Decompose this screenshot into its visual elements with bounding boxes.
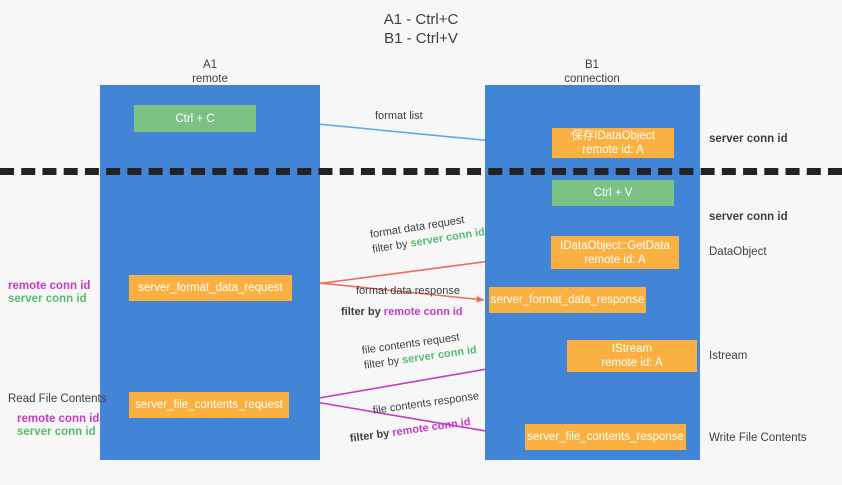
box-ctrl-v-label: Ctrl + V [593,187,633,199]
column-header-b1-name: B1 [584,59,600,71]
side-label-left-low-remote-conn-id: remote conn id [17,413,100,425]
box-server-format-data-response[interactable]: server_format_data_response [489,287,646,313]
page-title-line2: B1 - Ctrl+V [384,30,458,47]
side-label-write-file-contents: Write File Contents [709,432,807,444]
box-server-format-data-request-label: server_format_data_request [138,282,283,294]
box-server-file-contents-response-label: server_file_contents_response [527,431,684,443]
edge-label-format-list: format list [375,109,423,124]
side-label-left-low-server-conn-id: server conn id [17,426,96,438]
box-idataobject-getdata[interactable]: IDataObject::GetData remote id: A [551,236,679,269]
box-getdata-line2: remote id: A [584,253,646,266]
side-label-server-conn-id-top: server conn id [709,133,788,145]
filter-prefix: filter by [341,306,384,318]
arrow-format-data-response [289,279,485,303]
side-label-left-mid-server-conn-id: server conn id [8,293,87,305]
box-save-idataobject[interactable]: 保存IDataObject remote id: A [552,128,674,158]
column-header-a1-sub: remote [192,73,228,85]
column-header-a1-name: A1 [202,59,218,71]
side-label-read-file-contents: Read File Contents [8,393,107,405]
box-save-idataobject-line1: 保存IDataObject [571,130,655,142]
edge-label-format-data-response: format data response [356,284,460,299]
box-istream-line1: IStream [611,343,653,355]
side-label-server-conn-id-mid: server conn id [709,211,788,223]
box-ctrl-c-label: Ctrl + C [175,112,215,125]
box-server-file-contents-request-label: server_file_contents_request [135,399,283,411]
column-header-a1: A1 remote [110,58,310,86]
arrow-file-contents-response [291,397,522,439]
edge-label-format-data-response-filter: filter by remote conn id [341,305,463,320]
box-istream-line2: remote id: A [601,357,663,369]
side-label-dataobject: DataObject [709,246,767,258]
filter-prefix: filter by [363,354,404,372]
edge-label-format-data-response-text: format data response [356,285,460,297]
side-label-left-mid-remote-conn-id: remote conn id [8,280,91,292]
box-ctrl-c[interactable]: Ctrl + C [134,105,256,132]
box-ctrl-v[interactable]: Ctrl + V [552,180,674,206]
page-title-line1: A1 - Ctrl+C [383,11,459,28]
box-server-format-data-response-label: server_format_data_response [490,294,645,306]
column-header-b1-sub: connection [564,73,620,85]
box-save-idataobject-line2: remote id: A [582,144,644,156]
phase-divider [0,168,842,175]
column-header-b1: B1 connection [492,58,692,86]
box-server-format-data-request[interactable]: server_format_data_request [129,275,292,301]
box-server-file-contents-request[interactable]: server_file_contents_request [129,392,289,418]
filter-key-remote-conn-id: remote conn id [383,306,463,318]
side-label-istream: Istream [709,350,748,362]
edge-label-format-list-text: format list [375,110,423,122]
box-istream[interactable]: IStream remote id: A [567,340,697,372]
box-server-file-contents-response[interactable]: server_file_contents_response [525,424,686,450]
box-getdata-line1: IDataObject::GetData [560,239,670,252]
